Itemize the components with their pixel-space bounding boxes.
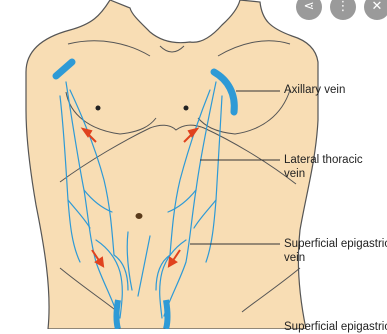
nipple-right	[184, 106, 189, 111]
label-axillary-vein: Axillary vein	[284, 84, 345, 97]
femoral-vein-right	[166, 300, 168, 329]
label-superficial-epigastric-line1: Superficial epigastric	[284, 238, 387, 251]
torso-body	[26, 0, 318, 329]
label-bottom-cut: Superficial epigastric	[284, 321, 387, 334]
nipple-left	[96, 106, 101, 111]
umbilicus	[136, 213, 143, 219]
label-lateral-thoracic-line1: Lateral thoracic	[284, 154, 363, 167]
label-lateral-thoracic-line2: vein	[284, 168, 305, 181]
femoral-vein-left	[117, 300, 119, 329]
label-superficial-epigastric-line2: vein	[284, 252, 305, 265]
